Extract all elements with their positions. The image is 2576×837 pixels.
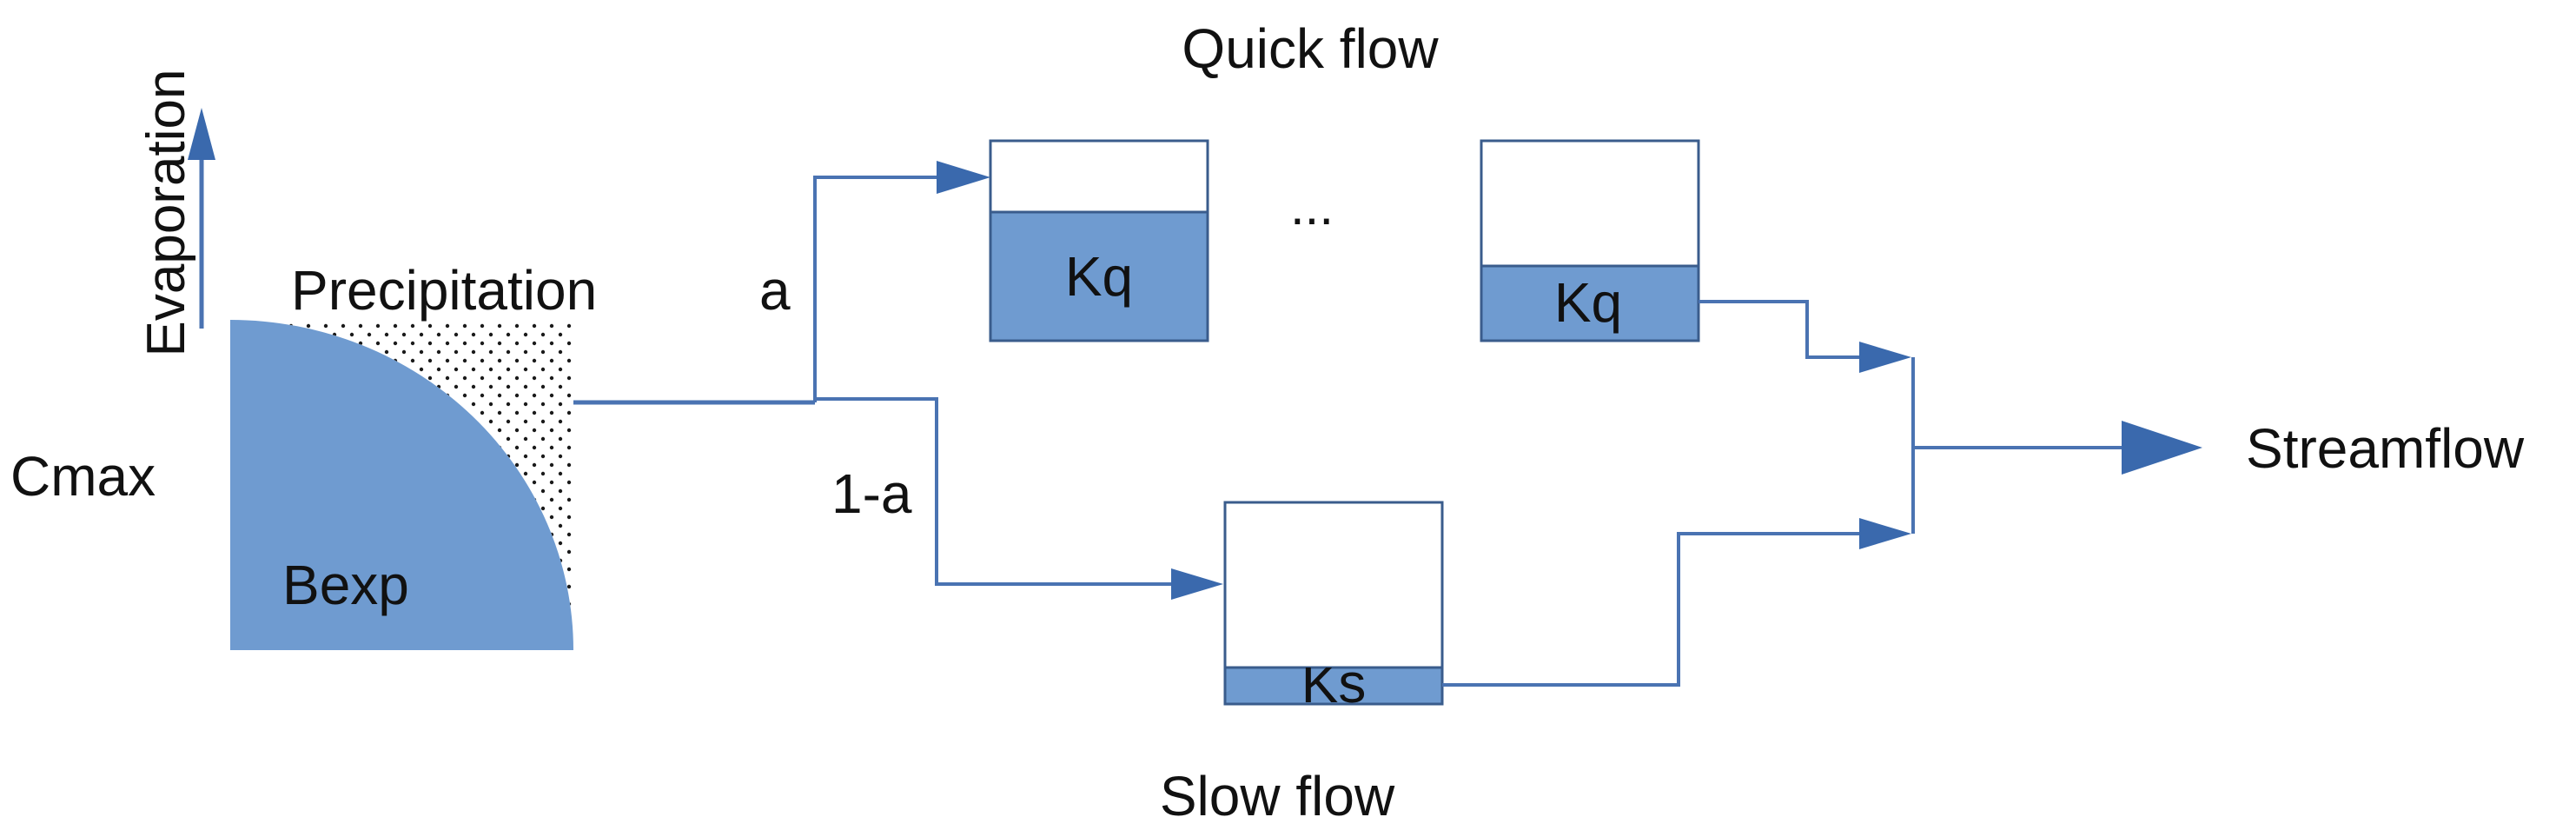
- streamflow-label: Streamflow: [2246, 417, 2525, 480]
- slow-flow-split-line: [815, 397, 1177, 586]
- reservoir-ellipsis: ...: [1290, 177, 1334, 236]
- precipitation-label: Precipitation: [291, 259, 597, 322]
- evaporation-arrow-head: [188, 108, 215, 160]
- slow-outflow-line: [1442, 532, 1866, 687]
- ks-label-clip: Ks: [1301, 652, 1367, 714]
- quick-flow-split-line: [813, 176, 938, 402]
- streamflow-arrow-head: [2122, 421, 2202, 475]
- evaporation-label: Evaporation: [136, 70, 196, 357]
- slow-flow-split-arrow-head: [1171, 568, 1223, 600]
- split-one-minus-a-label: 1-a: [831, 462, 912, 525]
- quick-outflow-line: [1699, 300, 1866, 359]
- slow-outflow-arrow-head: [1859, 518, 1911, 549]
- slow-flow-title: Slow flow: [1160, 765, 1395, 827]
- kq-last-label: Kq: [1554, 271, 1622, 334]
- split-a-label: a: [759, 259, 791, 322]
- bexp-label: Bexp: [282, 554, 409, 616]
- soil-storage-curve-fill: [230, 320, 573, 650]
- ks-label: Ks: [1301, 652, 1367, 714]
- quick-reservoir-first-storage: [989, 210, 1209, 342]
- quick-outflow-arrow-head: [1859, 342, 1911, 373]
- quick-flow-split-arrow-head: [937, 161, 990, 194]
- kq-first-label: Kq: [1065, 245, 1133, 308]
- cmax-label: Cmax: [10, 445, 156, 508]
- quick-flow-title: Quick flow: [1182, 17, 1439, 80]
- quick-reservoir-last-storage: [1480, 264, 1700, 342]
